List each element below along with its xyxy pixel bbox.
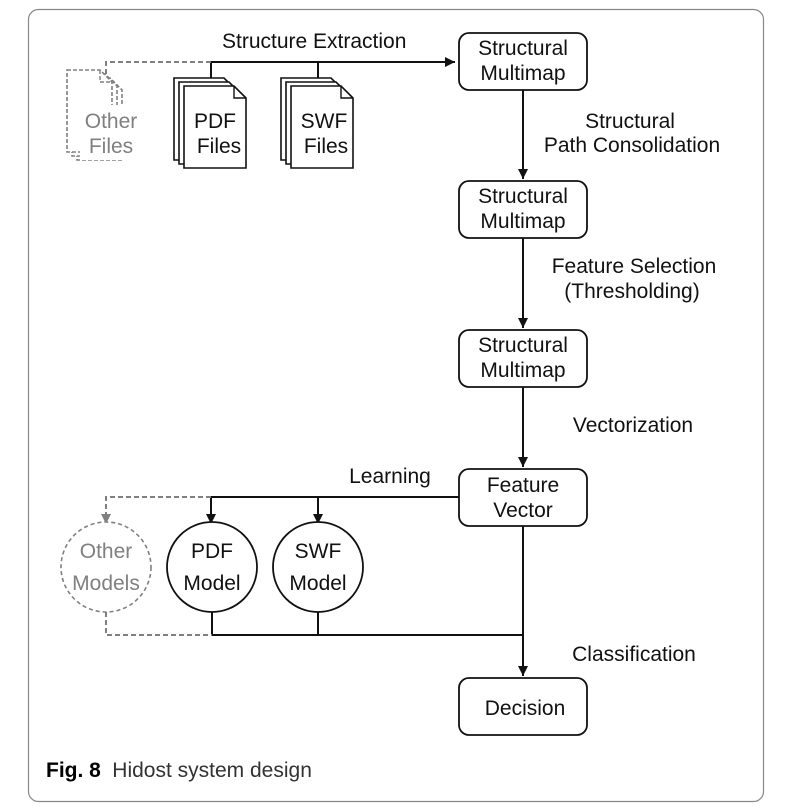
edge-vectorization-label: Vectorization <box>573 414 693 437</box>
structure-extraction-connectors <box>105 57 455 78</box>
decision-label: Decision <box>485 697 566 720</box>
decision-box <box>458 677 588 736</box>
swf-model-label-1: SWF <box>295 540 342 563</box>
edge-feature-selection-label-2: (Thresholding) <box>564 280 699 303</box>
swf-model-label-2: Model <box>289 572 346 595</box>
pdf-files-label-2: Files <box>197 135 241 158</box>
other-files-label-2: Files <box>89 135 133 158</box>
pdf-files-label-1: PDF <box>194 110 236 133</box>
multimap-1-line-2: Multimap <box>480 62 565 85</box>
pdf-model-label-1: PDF <box>191 540 233 563</box>
feature-vector-line-2: Vector <box>493 499 553 522</box>
other-files-label-1: Other <box>85 110 138 133</box>
swf-files-label-2: Files <box>304 135 348 158</box>
swf-model-circle <box>272 521 364 613</box>
swf-files-icon <box>280 77 354 169</box>
multimap-3-line-1: Structural <box>478 334 568 357</box>
multimap-2-line-1: Structural <box>478 185 568 208</box>
figure-caption-text: Hidost system design <box>112 759 312 782</box>
edge-path-consolidation-label-2: Path Consolidation <box>544 134 720 157</box>
swf-files-label-1: SWF <box>301 110 348 133</box>
figure-caption-label: Fig. 8 <box>46 759 101 782</box>
pdf-model-label-2: Model <box>183 572 240 595</box>
edge-path-consolidation-label-1: Structural <box>585 110 675 133</box>
figure-frame <box>27 8 765 803</box>
multimap-1-line-1: Structural <box>478 37 568 60</box>
figure-caption: Fig. 8 Hidost system design <box>46 759 312 782</box>
edge-feature-selection-label-1: Feature Selection <box>552 255 717 278</box>
other-models-label-2: Models <box>72 572 140 595</box>
learning-connectors <box>101 496 459 524</box>
pdf-files-icon <box>173 77 247 169</box>
edge-classification-label: Classification <box>572 643 696 666</box>
multimap-2-line-2: Multimap <box>480 210 565 233</box>
edge-structure-extraction-label: Structure Extraction <box>222 30 406 53</box>
other-files-icon <box>66 69 142 161</box>
multimap-3-line-2: Multimap <box>480 359 565 382</box>
other-models-circle <box>60 521 152 613</box>
feature-vector-line-1: Feature <box>487 474 559 497</box>
pdf-model-circle <box>166 521 258 613</box>
classification-connectors <box>105 526 528 676</box>
other-models-label-1: Other <box>80 540 133 563</box>
edge-learning-label: Learning <box>349 465 431 488</box>
